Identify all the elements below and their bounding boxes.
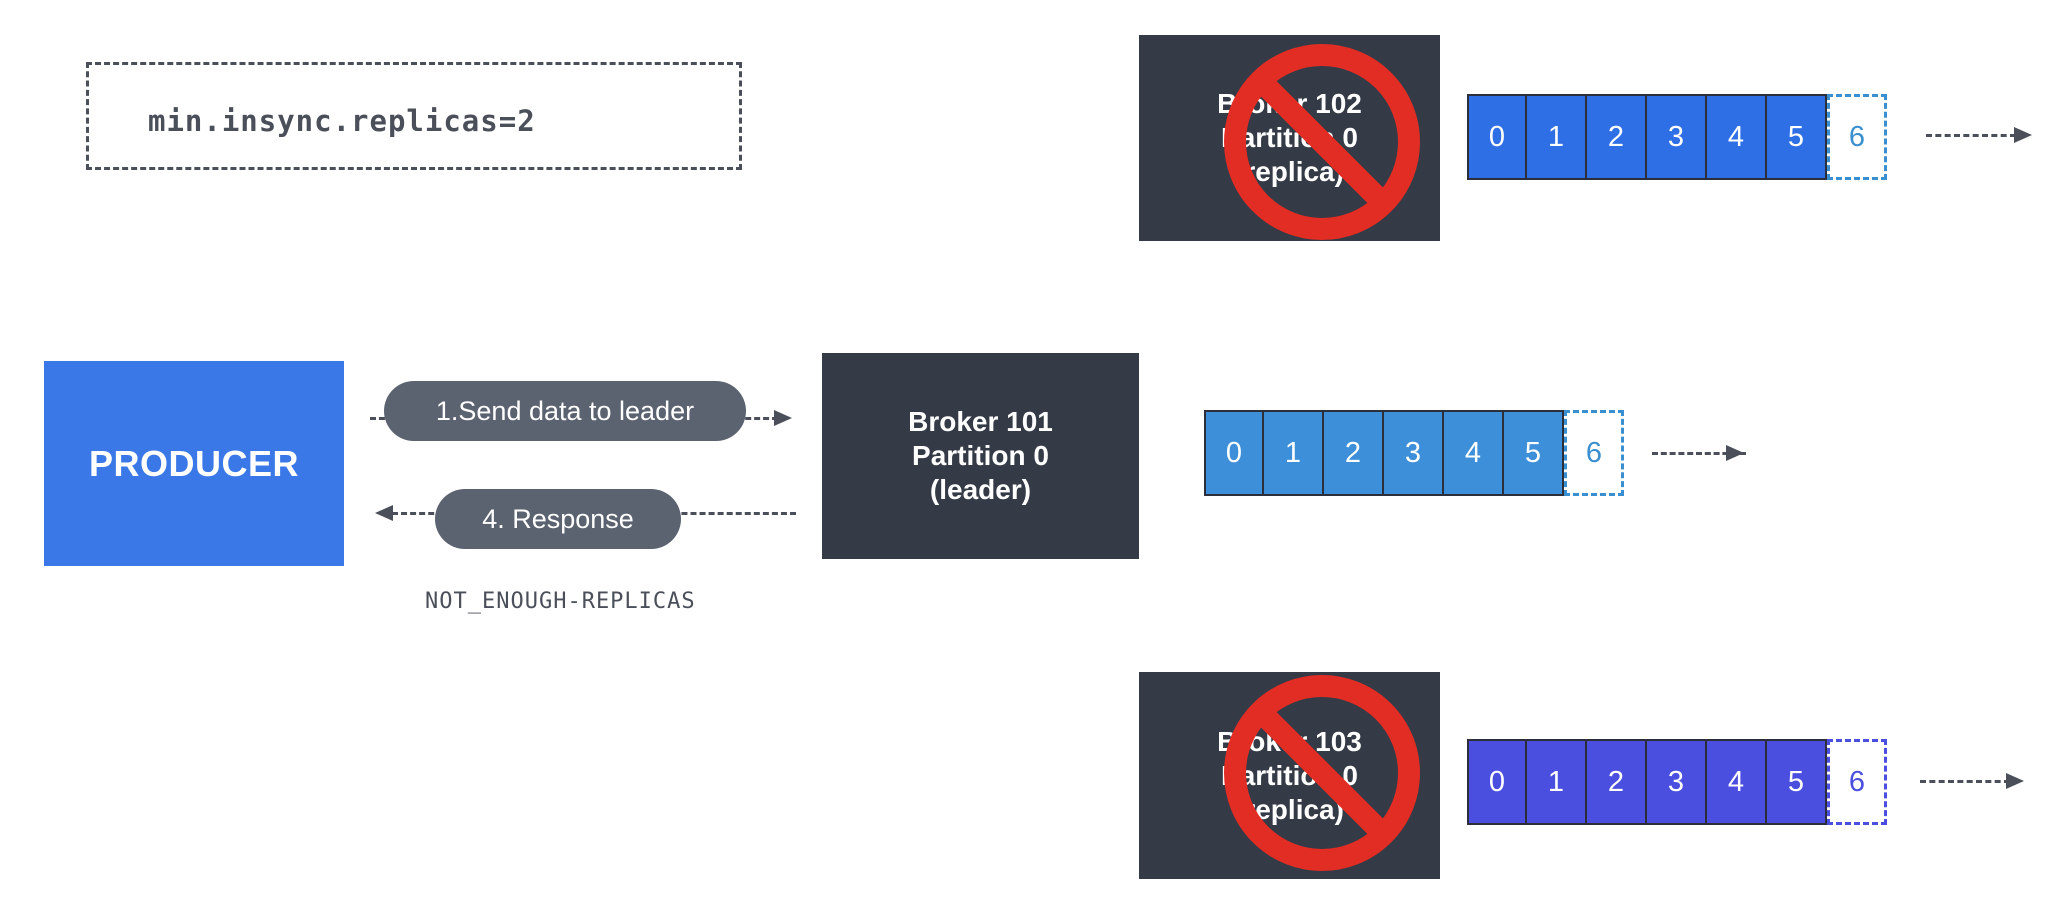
replica-bottom-log: 0 1 2 3 4 5 6 [1467,739,1887,825]
error-text: NOT_ENOUGH-REPLICAS [425,589,696,614]
leader-log: 0 1 2 3 4 5 6 [1204,410,1624,496]
leader-broker-line1: Broker 101 [908,406,1053,437]
producer-box: PRODUCER [44,361,344,566]
log-cell: 2 [1587,739,1647,825]
log-cell: 1 [1264,410,1324,496]
log-cell: 3 [1384,410,1444,496]
prohibited-icon [1222,42,1422,242]
log-cell-new: 6 [1827,94,1887,180]
leader-broker-line3: (leader) [929,474,1032,505]
log-cell: 3 [1647,739,1707,825]
log-cell: 0 [1467,739,1527,825]
log-cell: 4 [1707,94,1767,180]
log-cell: 5 [1767,94,1827,180]
log-arrow-line [1652,452,1746,455]
log-cell: 4 [1444,410,1504,496]
log-cell: 2 [1324,410,1384,496]
response-arrow-head [375,505,393,521]
log-arrow-line [1926,134,2016,137]
send-arrow-head [774,410,792,426]
response-pill: 4. Response [435,489,681,549]
log-arrow-head [2014,127,2032,143]
log-cell: 0 [1467,94,1527,180]
config-box [86,62,742,170]
log-arrow-line [1920,780,2010,783]
log-arrow-head [2006,773,2024,789]
log-cell: 5 [1767,739,1827,825]
log-arrow-head [1726,445,1744,461]
leader-broker: Broker 101 Partition 0 (leader) [822,353,1139,559]
log-cell: 5 [1504,410,1564,496]
log-cell-new: 6 [1564,410,1624,496]
leader-broker-line2: Partition 0 [912,440,1049,471]
replica-top-log: 0 1 2 3 4 5 6 [1467,94,1887,180]
log-cell: 3 [1647,94,1707,180]
log-cell: 0 [1204,410,1264,496]
log-cell: 2 [1587,94,1647,180]
config-text: min.insync.replicas=2 [148,104,536,138]
send-pill: 1.Send data to leader [384,381,746,441]
log-cell: 1 [1527,94,1587,180]
log-cell: 4 [1707,739,1767,825]
log-cell-new: 6 [1827,739,1887,825]
prohibited-icon [1222,673,1422,873]
log-cell: 1 [1527,739,1587,825]
